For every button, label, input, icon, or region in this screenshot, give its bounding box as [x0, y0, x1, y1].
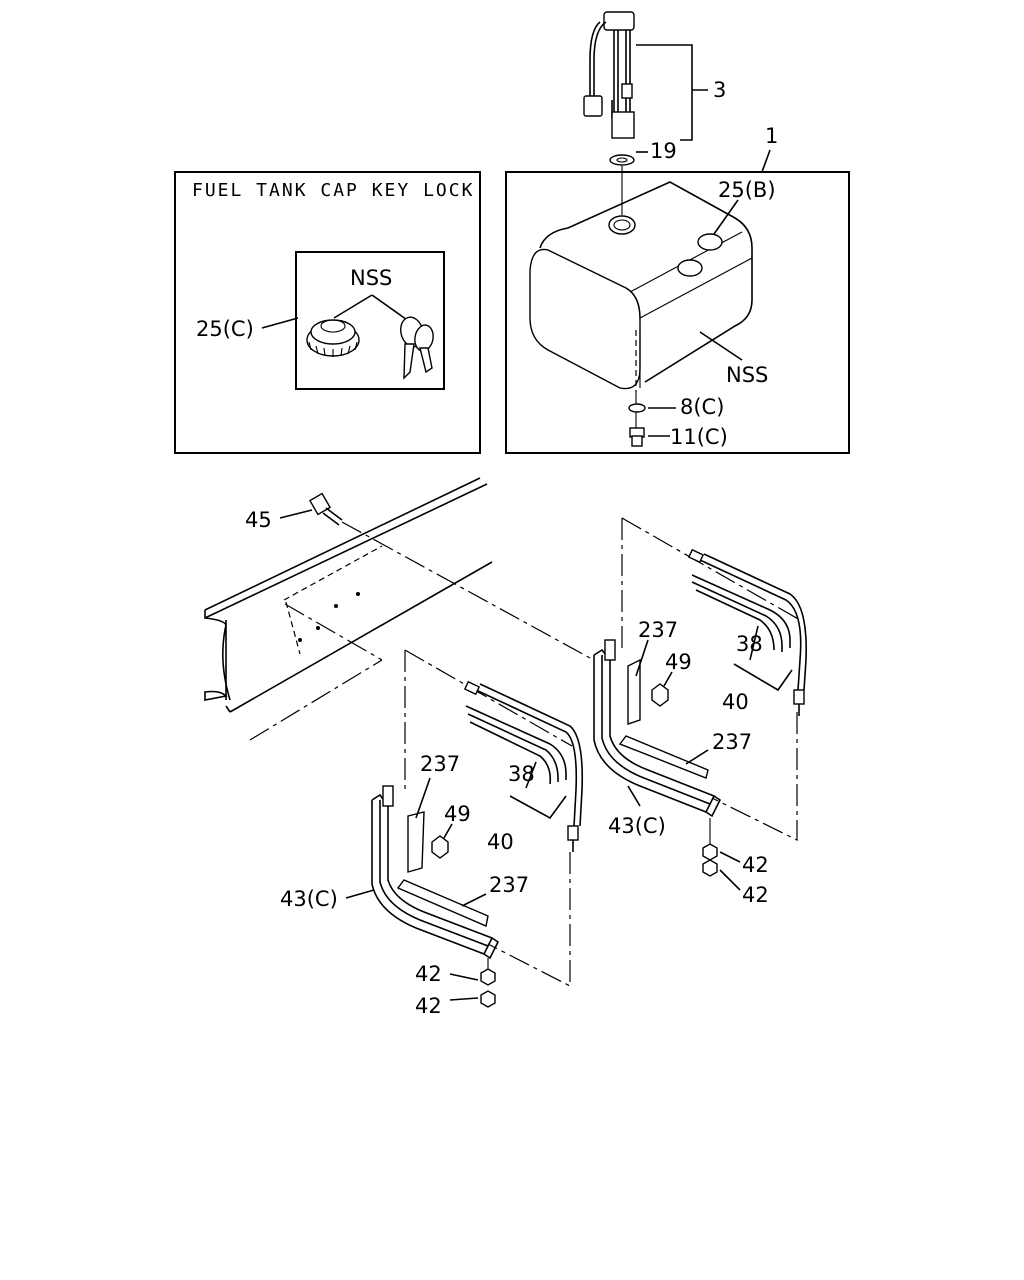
leader-r42b — [719, 869, 741, 891]
bolt-45 — [308, 492, 343, 526]
rear-nut-49 — [651, 683, 669, 707]
front-nut-42-lower — [480, 990, 496, 1008]
washer-8c — [628, 403, 646, 413]
label-1: 1 — [765, 124, 778, 148]
front-nut-49 — [431, 835, 449, 859]
rear-pad-237-lower — [618, 735, 709, 779]
leader-r49 — [663, 671, 673, 687]
fuel-cap-icon — [306, 319, 360, 357]
label-r43c: 43(C) — [608, 814, 666, 838]
label-r38: 38 — [736, 632, 763, 656]
rear-strap-38 — [687, 548, 807, 716]
label-f42a: 42 — [415, 962, 442, 986]
leader-1 — [761, 149, 771, 173]
label-f43c: 43(C) — [280, 887, 338, 911]
front-pad-237-lower — [396, 879, 489, 927]
label-11c: 11(C) — [670, 425, 728, 449]
front-bracket-outline-right — [487, 852, 571, 987]
leader-f237b — [461, 893, 487, 907]
label-nss-cap: NSS — [350, 266, 392, 290]
label-25b: 25(B) — [718, 178, 776, 202]
inset-inner-frame — [295, 251, 445, 390]
leader-r237b — [685, 749, 709, 765]
chassis-frame-rail — [204, 477, 493, 741]
label-r49: 49 — [665, 650, 692, 674]
gasket-19 — [609, 154, 635, 166]
leader-nss-cap — [333, 294, 411, 323]
leader-f237a — [415, 777, 431, 819]
label-f40: 40 — [487, 830, 514, 854]
label-r42a: 42 — [742, 853, 769, 877]
label-f49: 49 — [444, 802, 471, 826]
label-r42b: 42 — [742, 883, 769, 907]
leader-f40 — [509, 795, 567, 820]
leader-45 — [279, 509, 313, 519]
front-bracket-43c — [371, 785, 500, 960]
rear-bracket-outline-right — [711, 712, 798, 841]
label-nss-tank: NSS — [726, 363, 768, 387]
label-8c: 8(C) — [680, 395, 724, 419]
leader-r237a — [635, 639, 649, 677]
fuel-tank — [529, 181, 753, 392]
leader-25b — [713, 199, 739, 235]
label-r40: 40 — [722, 690, 749, 714]
inset-title: FUEL TANK CAP KEY LOCK — [192, 180, 474, 201]
label-45: 45 — [245, 508, 272, 532]
label-f38: 38 — [508, 762, 535, 786]
inset-cap-key-lock-frame — [174, 171, 481, 454]
leader-r42a — [719, 851, 741, 863]
rear-bracket-43c — [593, 639, 722, 818]
label-f42b: 42 — [415, 994, 442, 1018]
label-r237b: 237 — [712, 730, 752, 754]
front-nut-42-upper — [480, 968, 496, 986]
leader-r40 — [733, 663, 793, 692]
leader-f42b — [449, 997, 479, 1001]
leader-nss-tank — [699, 331, 743, 361]
label-3: 3 — [713, 78, 726, 102]
rear-bracket-outline-top — [621, 517, 801, 621]
leader-f42a — [449, 973, 479, 981]
label-19: 19 — [650, 139, 677, 163]
fuel-tank-frame — [505, 171, 850, 454]
leader-f38 — [525, 761, 537, 789]
drain-plug-11c — [629, 427, 645, 447]
leader-r43c — [627, 785, 641, 807]
leader-3 — [636, 44, 708, 141]
label-f237b: 237 — [489, 873, 529, 897]
key-icon — [399, 316, 434, 380]
leader-f49 — [443, 823, 453, 839]
fuel-sender-unit — [583, 11, 635, 139]
rear-nut-42-upper — [702, 843, 718, 861]
leader-r38 — [749, 625, 759, 661]
rear-nut-42-lower — [702, 859, 718, 877]
label-f237a: 237 — [420, 752, 460, 776]
bolt-alignment-line — [341, 521, 591, 659]
front-bracket-outline-top — [404, 649, 573, 747]
front-strap-38 — [463, 680, 584, 852]
label-25c: 25(C) — [196, 317, 254, 341]
leader-f43c — [345, 889, 375, 899]
leader-25c — [261, 317, 299, 329]
label-r237a: 237 — [638, 618, 678, 642]
